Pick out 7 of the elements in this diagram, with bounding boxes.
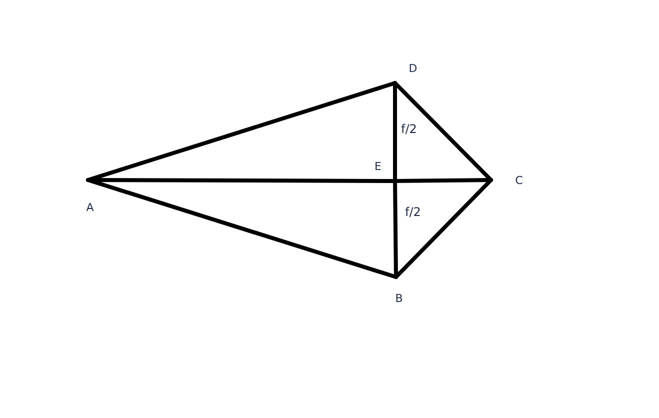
vertex-label: E bbox=[368, 156, 388, 176]
edge-label: f/2 bbox=[405, 205, 421, 219]
vertex-label: C bbox=[508, 170, 530, 190]
vertex-label: A bbox=[80, 197, 100, 217]
vertex-label: B bbox=[389, 288, 409, 308]
edge-label: f/2 bbox=[401, 122, 417, 136]
vertex-label: D bbox=[402, 58, 424, 78]
